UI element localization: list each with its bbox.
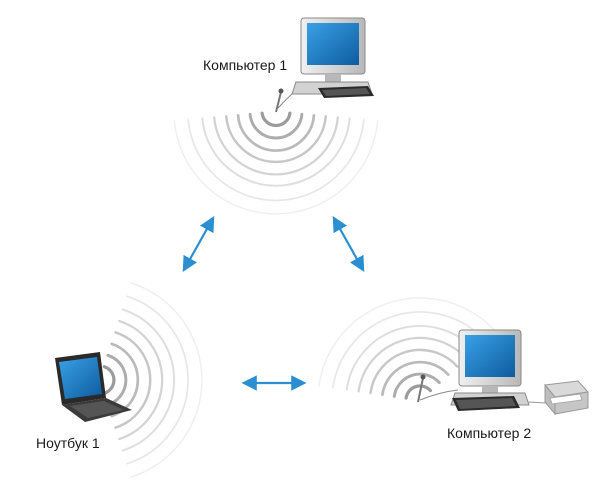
signal-wave-arc	[201, 117, 351, 187]
signal-wave-arc	[213, 116, 339, 176]
signal-wave-arc	[224, 115, 328, 164]
signal-wave-arc	[126, 295, 189, 465]
signal-wave-arc	[106, 353, 128, 407]
signal-wave-arc	[121, 308, 176, 452]
signal-wave-arc	[345, 325, 476, 391]
signal-wave-arc	[392, 372, 441, 398]
laptop-icon	[55, 352, 132, 422]
signal-wave-arc	[130, 282, 203, 478]
signal-wave-arc	[260, 111, 292, 128]
signal-wave-arc	[369, 348, 459, 395]
signal-wave-arc	[173, 120, 379, 215]
signal-waves-computer1	[173, 111, 379, 215]
signal-wave-arc	[357, 336, 468, 393]
signal-waves-computer2	[318, 297, 497, 400]
signal-wave-arc	[102, 365, 116, 395]
computer2-label: Компьютер 2	[447, 425, 532, 441]
signal-wave-arc	[236, 113, 316, 152]
link-arrow-computer1-laptop1	[182, 215, 215, 273]
signal-wave-arc	[118, 319, 164, 441]
signal-waves-laptop1	[102, 282, 203, 478]
laptop1-label: Ноутбук 1	[36, 435, 100, 451]
printer-icon	[527, 380, 589, 416]
signal-wave-arc	[381, 360, 450, 397]
signal-wave-arc	[318, 297, 497, 387]
signal-wave-arc	[248, 112, 304, 140]
desktop-computer-icon	[275, 17, 374, 113]
desktop-computer-icon	[417, 329, 530, 411]
signal-wave-arc	[404, 384, 432, 400]
signal-wave-arc	[187, 118, 365, 202]
signal-wave-arc	[332, 311, 487, 389]
signal-wave-arc	[114, 331, 152, 429]
link-arrow-computer1-computer2	[332, 215, 365, 273]
computer1-label: Компьютер 1	[203, 57, 288, 73]
